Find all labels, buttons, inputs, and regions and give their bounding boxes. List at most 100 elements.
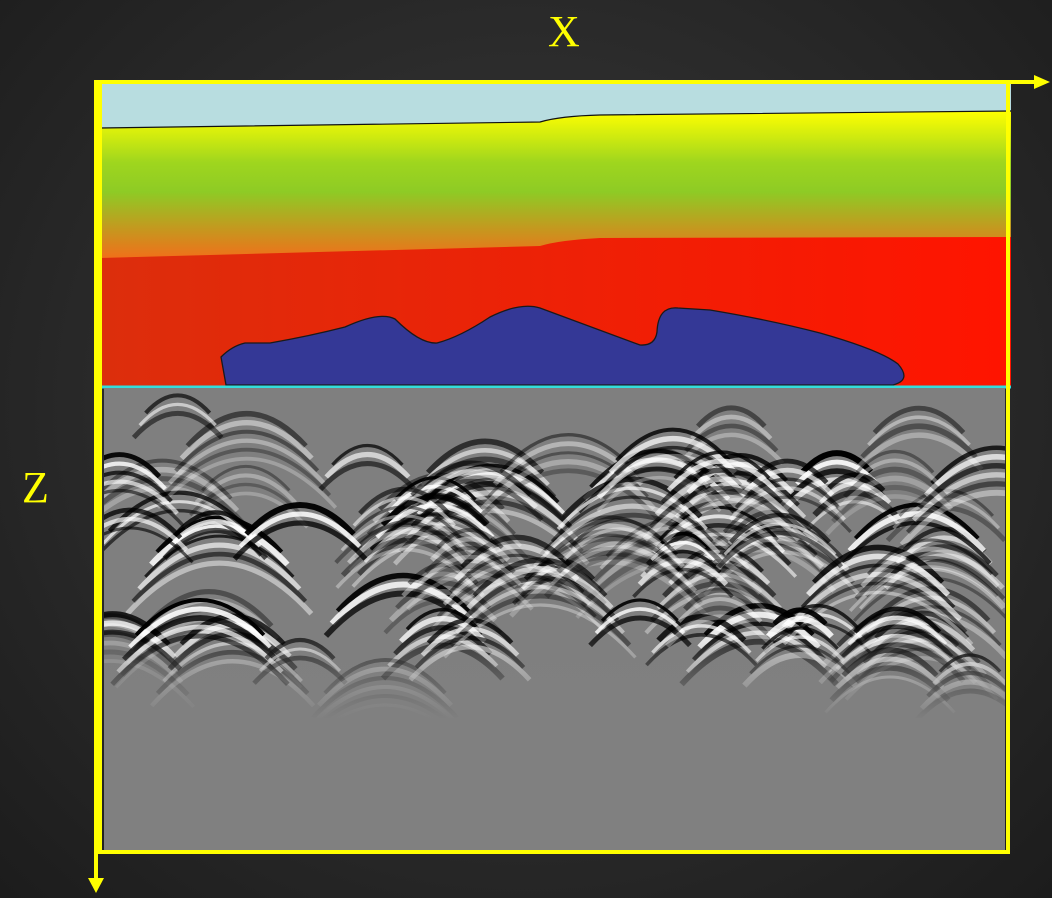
seismic-arc	[836, 475, 954, 512]
seismic-arc	[352, 496, 456, 527]
seismic-section	[104, 388, 1005, 850]
seismic-arc	[156, 456, 338, 509]
seismic-arc	[347, 529, 465, 565]
seismic-arc	[615, 427, 731, 462]
seismic-arc	[923, 454, 1005, 498]
seismic-arc	[690, 414, 773, 441]
seismic-arc	[358, 486, 451, 515]
seismic-arc	[656, 614, 747, 643]
seismic-arc	[556, 535, 684, 574]
seismic-arc	[632, 567, 734, 599]
seismic-arc	[703, 602, 815, 637]
seismic-arc	[723, 522, 837, 556]
seismic-arc	[232, 520, 368, 561]
seismic-arc	[841, 520, 992, 565]
seismic-arc	[399, 616, 487, 644]
seismic-arc	[728, 512, 832, 544]
seismic-arc	[866, 538, 994, 576]
seismic-arc	[644, 549, 722, 574]
seismic-arc	[766, 616, 834, 639]
seismic-arc	[335, 547, 477, 589]
seismic-arc	[586, 543, 763, 595]
seismic-arc	[580, 551, 769, 608]
seismic-arc	[854, 555, 1005, 601]
seismic-arc	[411, 563, 529, 599]
seismic-arc	[576, 466, 737, 514]
seismic-arc	[340, 514, 468, 552]
seismic-arc	[131, 551, 308, 604]
seismic-arc	[131, 411, 224, 440]
seismic-arc	[425, 438, 545, 475]
seismic-arc	[568, 518, 672, 549]
seismic-arc	[917, 463, 1005, 510]
seismic-arc	[104, 479, 179, 515]
seismic-arc	[660, 467, 783, 505]
seismic-arc	[800, 563, 956, 609]
seismic-arc	[128, 606, 272, 650]
seismic-arc	[722, 495, 852, 534]
seismic-arc	[831, 485, 960, 524]
seismic-arc	[550, 495, 714, 543]
seismic-arc	[429, 536, 511, 562]
velocity-model	[99, 82, 1012, 389]
seismic-arc	[424, 546, 516, 574]
seismic-arc	[104, 507, 183, 540]
seismic-arc	[323, 590, 483, 638]
seismic-arc	[398, 478, 544, 522]
seismic-arc	[599, 526, 750, 570]
seismic-arc	[408, 466, 562, 511]
seismic-arc	[340, 538, 472, 578]
seismic-arc	[104, 476, 245, 525]
seismic-arc	[588, 615, 692, 648]
seismic-arc	[460, 534, 574, 570]
seismic-arc	[174, 429, 320, 473]
seismic-arc	[848, 565, 1005, 613]
seismic-arc	[168, 438, 326, 485]
seismic-arc	[410, 460, 532, 498]
seismic-arc	[889, 544, 999, 578]
seismic-arc	[144, 393, 212, 415]
seismic-arc	[407, 562, 479, 586]
seismic-arc	[393, 508, 590, 566]
seismic-arc	[420, 448, 550, 487]
seismic-arc	[654, 476, 790, 517]
seismic-arc	[134, 598, 266, 637]
seismic-arc	[550, 545, 690, 586]
seismic-arc	[104, 452, 162, 479]
seismic-arc	[716, 530, 844, 569]
seismic-arc	[455, 585, 625, 635]
seismic-arc	[811, 544, 945, 585]
seismic-arc	[244, 502, 356, 537]
seismic-arc	[388, 589, 498, 623]
seismic-arc	[185, 411, 308, 449]
seismic-arc	[871, 586, 991, 623]
z-axis-arrowhead	[88, 878, 104, 893]
seismic-arc	[596, 476, 722, 513]
seismic-arc	[806, 553, 951, 597]
seismic-arc	[104, 488, 185, 527]
seismic-arc	[188, 482, 303, 517]
seismic-arc	[930, 445, 1005, 485]
seismic-arc	[800, 450, 874, 474]
salt-body	[220, 305, 905, 386]
seismic-arc	[460, 575, 620, 623]
seismic-reflections	[104, 393, 1005, 850]
seismic-arc	[201, 465, 291, 492]
seismic-arc	[353, 520, 459, 553]
x-axis-arrowhead	[1034, 75, 1050, 89]
seismic-arc	[562, 527, 678, 561]
seismic-arc	[867, 415, 971, 447]
seismic-arc	[592, 534, 757, 583]
seismic-arc	[410, 481, 573, 529]
seismic-arc	[905, 481, 1005, 535]
seismic-arc	[174, 510, 256, 536]
seismic-arc	[824, 472, 886, 493]
seismic-arc	[387, 484, 483, 514]
seismic-arc	[665, 614, 775, 648]
seismic-arc	[331, 443, 404, 466]
seismic-arc	[697, 611, 821, 650]
seismic-arc	[104, 461, 167, 491]
seismic-arc	[466, 566, 614, 611]
seismic-arc	[544, 503, 721, 556]
